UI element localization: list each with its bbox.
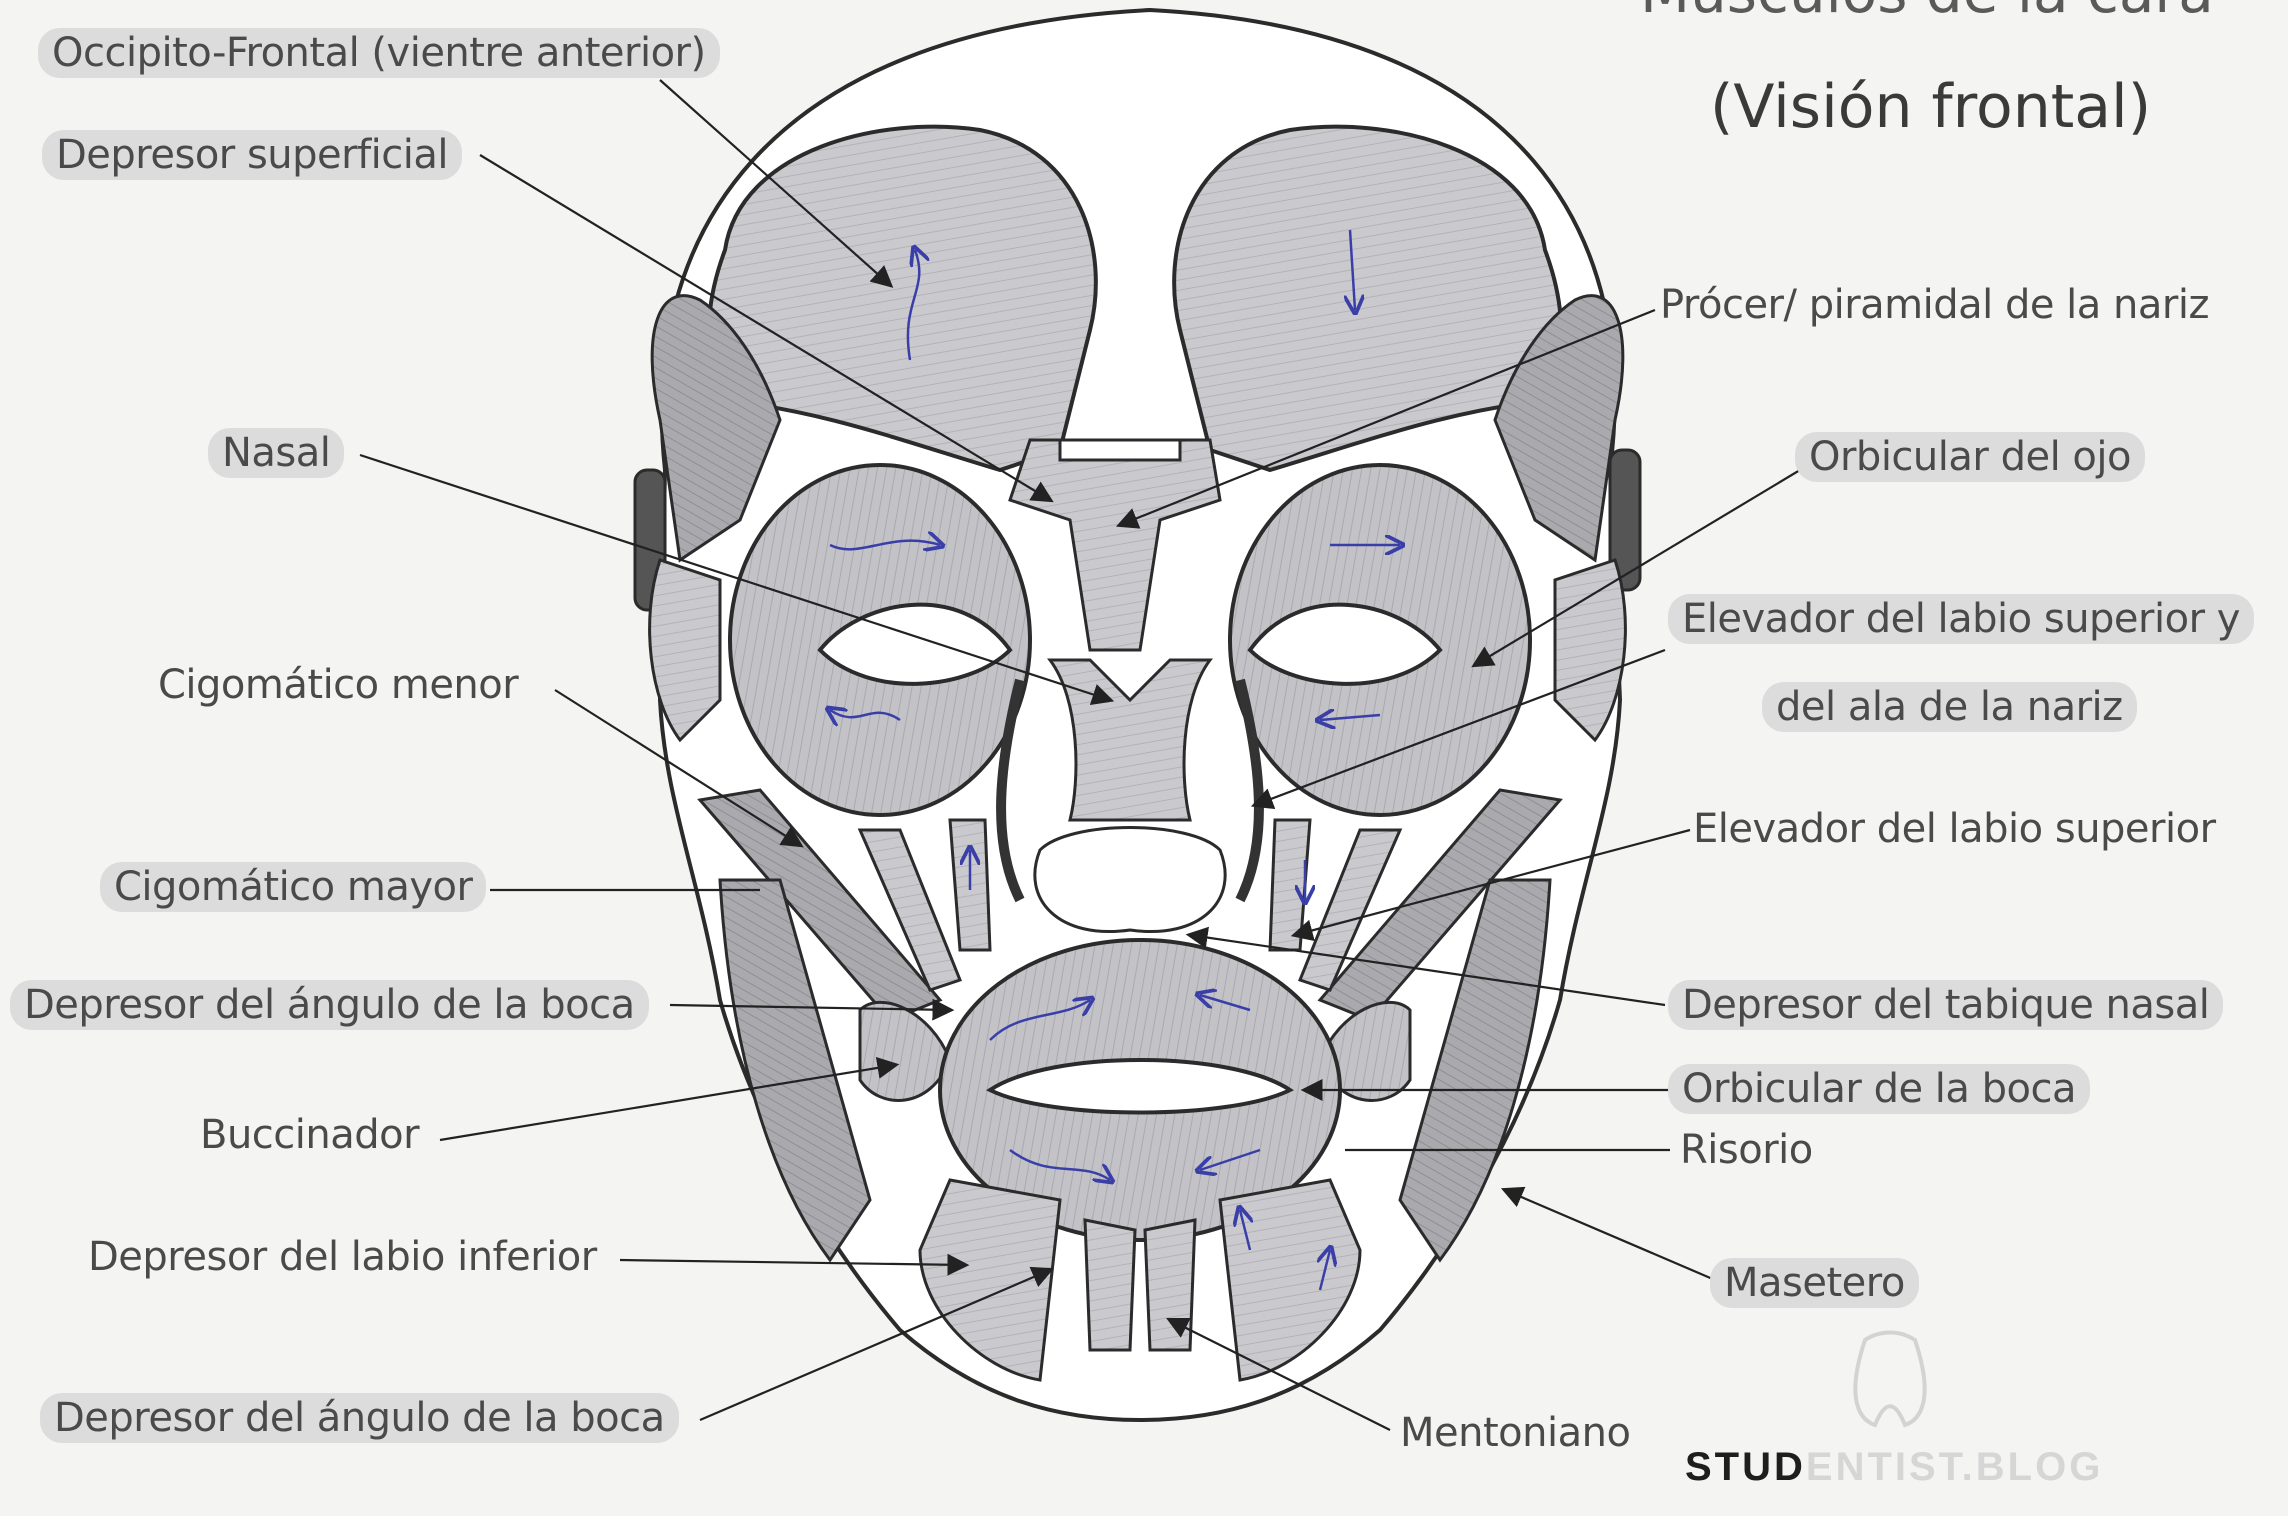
label-elevador-ala-line1: Elevador del labio superior y <box>1668 594 2254 644</box>
muscle-direction-arrows <box>830 229 1400 1291</box>
diagram-title: Músculos de la cara <box>1640 0 2214 26</box>
nasal-cavity <box>996 658 1264 933</box>
label-occipito-frontal: Occipito-Frontal (vientre anterior) <box>38 28 720 78</box>
diagram-subtitle: (Visión frontal) <box>1710 72 2152 142</box>
watermark-dark: STUD <box>1685 1445 1806 1489</box>
procer-muscle <box>1008 438 1222 652</box>
label-elevador-ala-line2: del ala de la nariz <box>1762 682 2137 732</box>
label-nasal: Nasal <box>208 428 345 478</box>
label-orbicular-boca: Orbicular de la boca <box>1668 1064 2090 1114</box>
label-risorio: Risorio <box>1680 1127 1813 1173</box>
label-depresor-angulo-boca-lower: Depresor del ángulo de la boca <box>40 1393 679 1443</box>
chin-muscles <box>918 1178 1362 1382</box>
label-orbicular-ojo: Orbicular del ojo <box>1795 432 2145 482</box>
watermark-light: ENTIST.BLOG <box>1805 1445 2104 1489</box>
tooth-logo <box>1853 1330 1927 1428</box>
label-depresor-tabique-nasal: Depresor del tabique nasal <box>1668 980 2224 1030</box>
label-cigomatico-menor: Cigomático menor <box>158 662 519 708</box>
label-masetero: Masetero <box>1710 1258 1919 1308</box>
label-mentoniano: Mentoniano <box>1400 1410 1631 1456</box>
label-depresor-labio-inferior: Depresor del labio inferior <box>88 1234 597 1280</box>
leader-lines <box>359 79 1801 1431</box>
label-procer: Prócer/ piramidal de la nariz <box>1660 282 2209 328</box>
label-depresor-angulo-boca-upper: Depresor del ángulo de la boca <box>10 980 649 1030</box>
masetero-muscle <box>718 878 1552 1263</box>
orbicular-ojo-muscle <box>728 463 1532 817</box>
label-depresor-superficial: Depresor superficial <box>42 130 463 180</box>
label-elevador-labio-superior: Elevador del labio superior <box>1693 806 2216 852</box>
label-cigomatico-mayor: Cigomático mayor <box>100 862 487 912</box>
label-buccinador: Buccinador <box>200 1112 420 1158</box>
watermark: STUDENTIST.BLOG <box>1685 1445 2103 1490</box>
